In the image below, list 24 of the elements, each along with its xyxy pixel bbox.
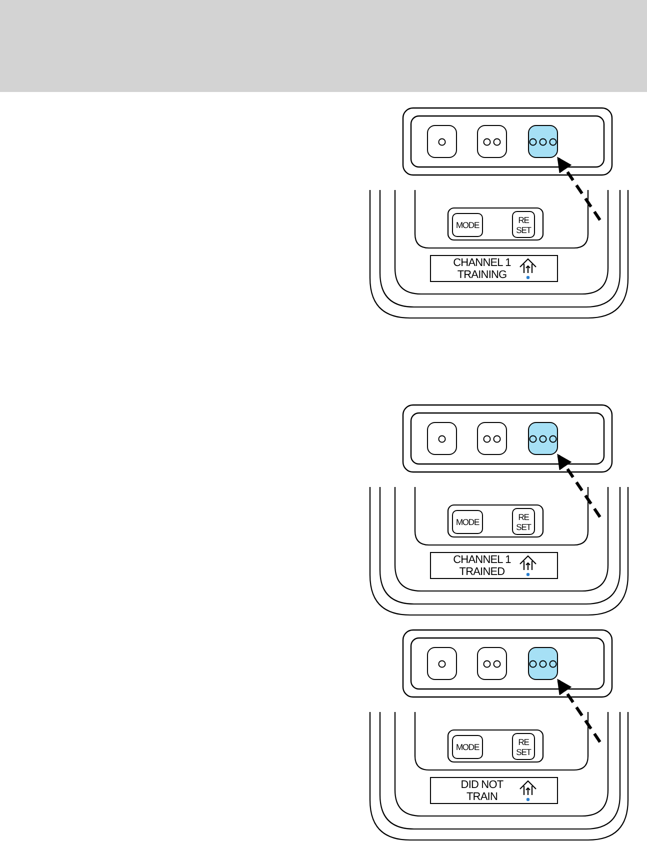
mode-button: MODE [452, 735, 483, 759]
preset-button [427, 422, 457, 455]
arrow [556, 156, 602, 221]
arrow [556, 454, 602, 518]
display-screen [430, 552, 558, 579]
preset-button [477, 422, 507, 455]
display-screen [430, 777, 558, 804]
preset-button [528, 422, 558, 455]
preset-button [528, 125, 558, 158]
preset-button [427, 647, 457, 680]
preset-button [528, 647, 558, 680]
reset-button: RE SET [512, 211, 535, 238]
arrow [556, 678, 602, 743]
mode-button: MODE [452, 213, 483, 237]
reset-button: RE SET [512, 733, 535, 760]
display-text: CHANNEL 1 TRAINING [452, 256, 512, 280]
reset-button: RE SET [512, 508, 535, 535]
mode-button: MODE [452, 510, 483, 534]
display-text: DID NOT TRAIN [460, 778, 504, 802]
preset-button [427, 125, 457, 158]
display-screen [430, 255, 558, 282]
display-text: CHANNEL 1 TRAINED [452, 554, 512, 578]
preset-button [477, 125, 507, 158]
preset-button [477, 647, 507, 680]
